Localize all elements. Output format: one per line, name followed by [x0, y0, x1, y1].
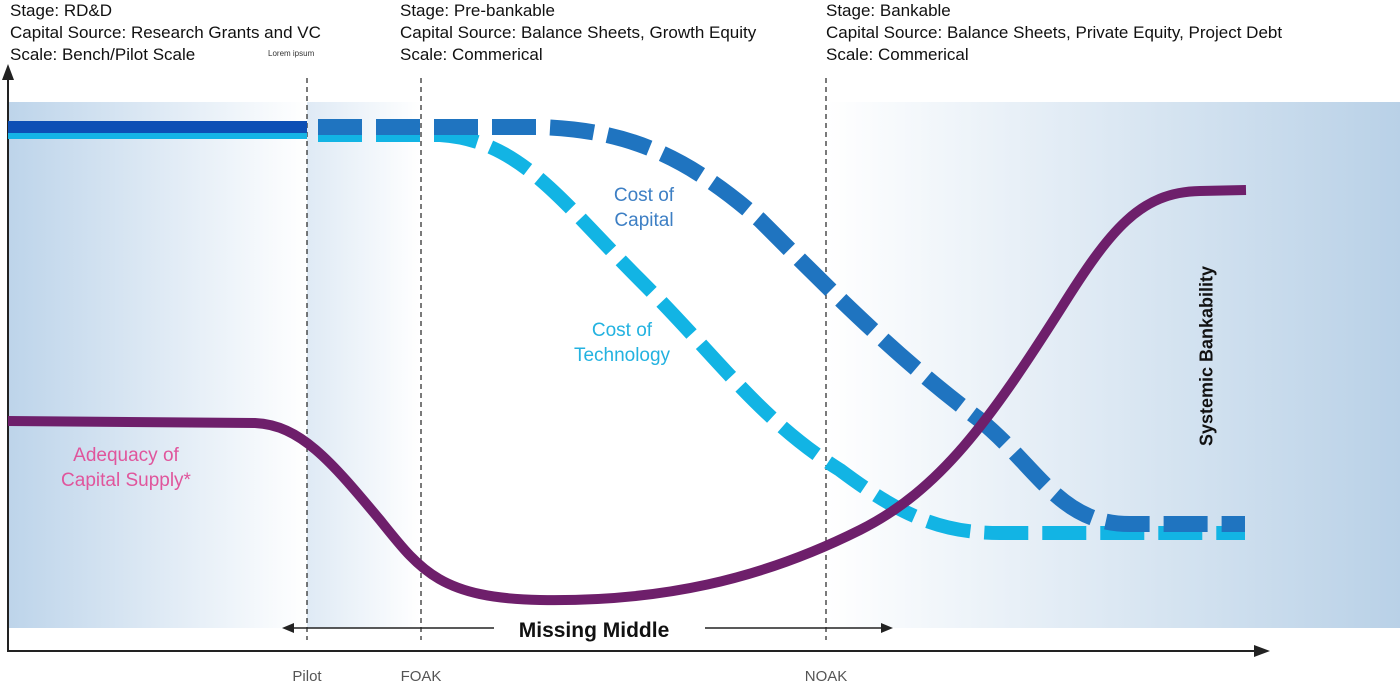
cost-of-capital-label-line2: Capital [614, 210, 674, 231]
cost-of-technology-label-line2: Technology [573, 345, 671, 366]
stage-rdd-note: Lorem ipsum [268, 49, 315, 58]
cost-of-capital-label: Cost of Capital [614, 183, 674, 233]
stage-bankable-title: Stage: Bankable [826, 1, 951, 20]
cost-of-capital-dashed [318, 119, 1245, 532]
missing-middle-right-arrowhead-icon [881, 623, 893, 633]
cost-of-technology-dashed [318, 128, 1245, 540]
stage-bankable-scale: Scale: Commerical [826, 45, 969, 64]
stage-rdd-header: Stage: RD&D Capital Source: Research Gra… [10, 0, 321, 66]
missing-middle-left-arrowhead-icon [282, 623, 294, 633]
systemic-bankability-label: Systemic Bankability [1196, 265, 1217, 447]
cost-of-technology-label-line1: Cost of [591, 320, 653, 341]
cost-of-technology-label: Cost of Technology [574, 318, 670, 368]
stage-bankable-capital-source: Capital Source: Balance Sheets, Private … [826, 23, 1283, 42]
x-tick-noak: NOAK [804, 668, 848, 685]
stage-rdd-capital-source: Capital Source: Research Grants and VC [10, 23, 321, 42]
cost-of-capital-label-line1: Cost of [613, 185, 675, 206]
x-tick-foak: FOAK [400, 668, 442, 685]
stage-prebankable-header: Stage: Pre-bankable Capital Source: Bala… [400, 0, 756, 66]
stage-prebankable-title: Stage: Pre-bankable [400, 1, 555, 20]
x-tick-pilot: Pilot [292, 668, 322, 685]
x-axis-arrow-icon [1254, 645, 1270, 657]
stage-rdd-scale: Scale: Bench/Pilot Scale [10, 45, 196, 64]
capital-supply-label-line1: Adequacy of [73, 445, 179, 466]
capital-supply-label: Adequacy of Capital Supply* [61, 443, 191, 493]
capital-supply-curve [7, 185, 1247, 606]
stage-prebankable-capital-source: Capital Source: Balance Sheets, Growth E… [400, 23, 757, 42]
capital-supply-label-line2: Capital Supply* [61, 470, 191, 491]
band-rdd [8, 102, 307, 628]
y-axis-arrow-icon [2, 64, 14, 80]
stage-rdd-title: Stage: RD&D [10, 1, 113, 20]
missing-middle-label: Missing Middle [518, 619, 670, 642]
stage-bankable-header: Stage: Bankable Capital Source: Balance … [826, 0, 1282, 66]
band-bankable [826, 102, 1400, 628]
stage-prebankable-scale: Scale: Commerical [400, 45, 543, 64]
